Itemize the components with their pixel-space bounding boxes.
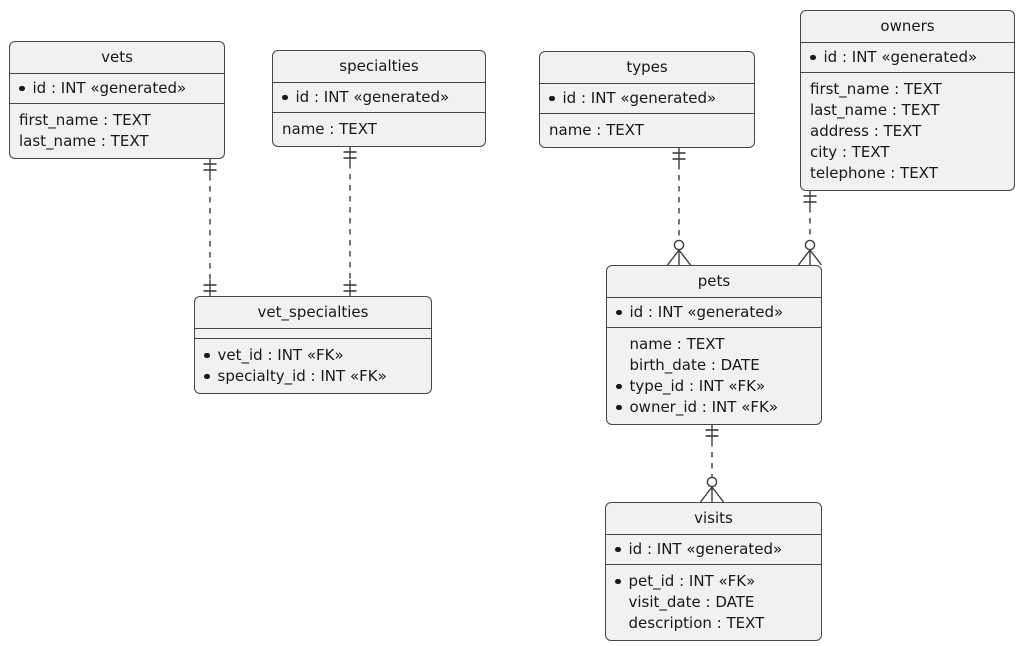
entity-primary-key-section: id : INT «generated»: [606, 535, 821, 565]
entity-primary-key-section: id : INT «generated»: [273, 83, 485, 113]
entity-field: first_name : TEXT: [810, 79, 1005, 100]
key-bullet-icon: [549, 95, 555, 102]
relationship-vets-vet_specialties: [203, 159, 217, 296]
entity-field-label: id : INT «generated»: [629, 303, 784, 321]
entity-primary-key-section: [195, 329, 431, 339]
entity-field: first_name : TEXT: [19, 110, 215, 131]
entity-field-label: city : TEXT: [810, 143, 890, 161]
key-bullet-icon: [616, 383, 622, 390]
entity-attributes-section: name : TEXT birth_date : DATE type_id : IN…: [607, 328, 821, 424]
entity-title: types: [540, 52, 754, 84]
entity-field-label: pet_id : INT «FK»: [628, 572, 756, 590]
entity-field-label: last_name : TEXT: [19, 132, 149, 150]
entity-field: last_name : TEXT: [19, 131, 215, 152]
zero-cardinality-circle-icon: [673, 239, 685, 251]
relationship-owners-pets: [797, 191, 823, 266]
entity-attributes-section: name : TEXT: [273, 113, 485, 146]
entity-title: visits: [606, 503, 821, 535]
entity-field-label: id : INT «generated»: [628, 540, 783, 558]
zero-cardinality-circle-icon: [804, 239, 816, 251]
entity-specialties: specialties id : INT «generated» name : TE…: [272, 50, 486, 147]
entity-field: type_id : INT «FK»: [616, 376, 812, 397]
entity-field-label: telephone : TEXT: [810, 164, 938, 182]
key-bullet-icon: [616, 404, 622, 411]
entity-field: specialty_id : INT «FK»: [204, 366, 422, 387]
entity-field: vet_id : INT «FK»: [204, 345, 422, 366]
entity-field: telephone : TEXT: [810, 163, 1005, 184]
key-bullet-icon: [204, 373, 210, 380]
entity-field-label: id : INT «generated»: [823, 48, 978, 66]
entity-title: vet_specialties: [195, 297, 431, 329]
relationship-specialties-vet_specialties: [343, 147, 357, 296]
key-bullet-icon: [204, 352, 210, 359]
entity-field: id : INT «generated»: [282, 87, 476, 108]
key-bullet-icon: [615, 546, 621, 553]
entity-attributes-section: first_name : TEXT last_name : TEXT address…: [801, 73, 1014, 190]
entity-vets: vets id : INT «generated» first_name : TEX…: [9, 41, 225, 159]
entity-types: types id : INT «generated» name : TEXT: [539, 51, 755, 148]
relationship-types-pets: [666, 148, 692, 266]
entity-primary-key-section: id : INT «generated»: [540, 84, 754, 114]
key-bullet-icon: [616, 309, 622, 316]
entity-field: id : INT «generated»: [810, 47, 1005, 68]
entity-field-label: owner_id : INT «FK»: [629, 398, 779, 416]
entity-title: vets: [10, 42, 224, 74]
entity-field: id : INT «generated»: [549, 88, 745, 109]
entity-field-label: first_name : TEXT: [19, 111, 151, 129]
entity-field: pet_id : INT «FK»: [615, 571, 812, 592]
entity-visits: visits id : INT «generated» pet_id : INT «…: [605, 502, 822, 641]
entity-field: name : TEXT: [616, 334, 812, 355]
entity-field: id : INT «generated»: [616, 302, 812, 323]
key-bullet-icon: [615, 578, 621, 585]
entity-vet_specialties: vet_specialties vet_id : INT «FK» specialt…: [194, 296, 432, 394]
entity-field-label: name : TEXT: [282, 120, 377, 138]
entity-attributes-section: vet_id : INT «FK» specialty_id : INT «FK»: [195, 339, 431, 393]
entity-field: name : TEXT: [549, 120, 745, 141]
entity-field-label: last_name : TEXT: [810, 101, 940, 119]
entity-field-label: address : TEXT: [810, 122, 922, 140]
entity-field: owner_id : INT «FK»: [616, 397, 812, 418]
entity-field-label: visit_date : DATE: [628, 593, 755, 611]
entity-field-label: name : TEXT: [549, 121, 644, 139]
entity-field: description : TEXT: [615, 613, 812, 634]
entity-primary-key-section: id : INT «generated»: [10, 74, 224, 104]
entity-field: last_name : TEXT: [810, 100, 1005, 121]
entity-title: pets: [607, 266, 821, 298]
key-bullet-icon: [19, 85, 25, 92]
entity-field-label: name : TEXT: [629, 335, 725, 353]
key-bullet-icon: [282, 94, 288, 101]
zero-cardinality-circle-icon: [706, 476, 718, 488]
entity-field: city : TEXT: [810, 142, 1005, 163]
entity-field-label: description : TEXT: [628, 614, 765, 632]
entity-field: birth_date : DATE: [616, 355, 812, 376]
entity-field-label: first_name : TEXT: [810, 80, 942, 98]
entity-pets: pets id : INT «generated» name : TEXT birth…: [606, 265, 822, 425]
entity-primary-key-section: id : INT «generated»: [801, 43, 1014, 73]
relationship-pets-visits: [699, 425, 725, 503]
entity-field: visit_date : DATE: [615, 592, 812, 613]
entity-field-label: id : INT «generated»: [562, 89, 717, 107]
entity-field: name : TEXT: [282, 119, 476, 140]
entity-primary-key-section: id : INT «generated»: [607, 298, 821, 328]
entity-field-label: type_id : INT «FK»: [629, 377, 766, 395]
entity-field-label: vet_id : INT «FK»: [217, 346, 344, 364]
entity-attributes-section: name : TEXT: [540, 114, 754, 147]
entity-field-label: id : INT «generated»: [295, 88, 450, 106]
entity-title: owners: [801, 11, 1014, 43]
entity-field-label: id : INT «generated»: [32, 79, 187, 97]
entity-field: address : TEXT: [810, 121, 1005, 142]
entity-field: id : INT «generated»: [615, 539, 812, 560]
entity-owners: owners id : INT «generated» first_name : T…: [800, 10, 1015, 191]
entity-field: id : INT «generated»: [19, 78, 215, 99]
entity-title: specialties: [273, 51, 485, 83]
entity-field-label: birth_date : DATE: [629, 356, 760, 374]
key-bullet-icon: [810, 54, 816, 61]
entity-attributes-section: pet_id : INT «FK» visit_date : DATE descri…: [606, 565, 821, 640]
entity-field-label: specialty_id : INT «FK»: [217, 367, 387, 385]
entity-attributes-section: first_name : TEXT last_name : TEXT: [10, 104, 224, 158]
